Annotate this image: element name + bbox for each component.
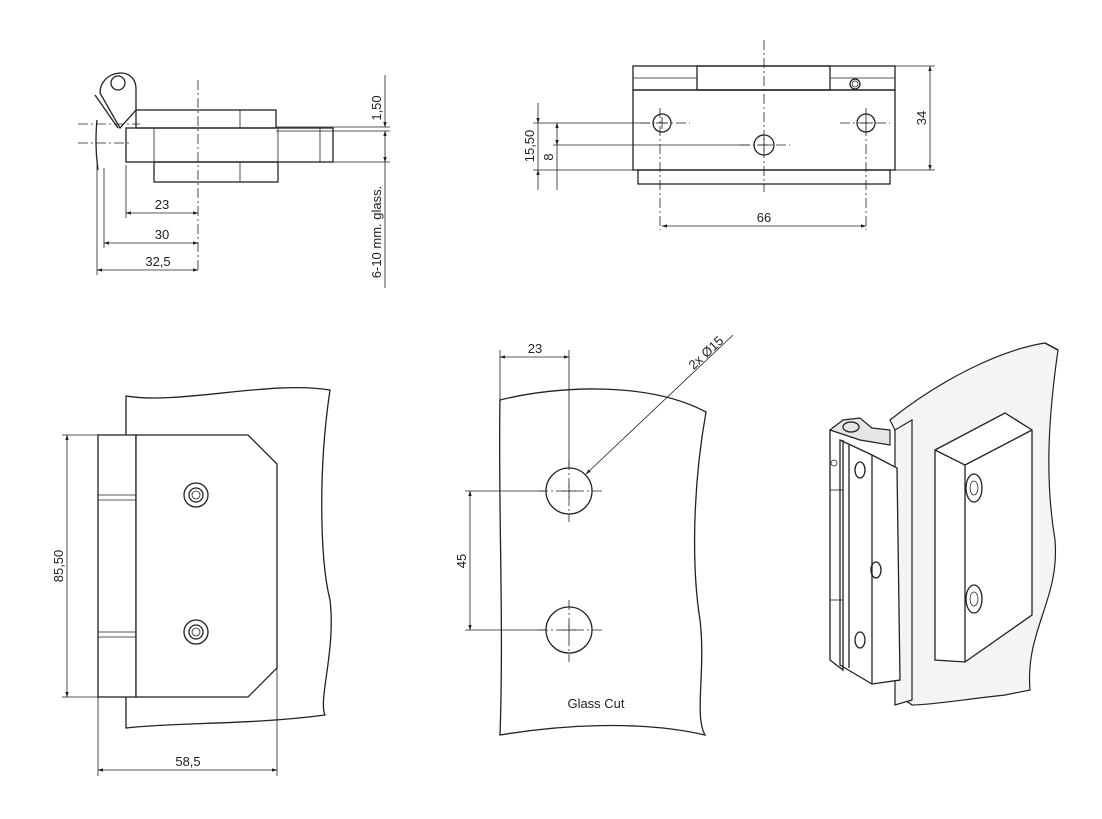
side-view: 1,50 6-10 mm. glass. 23 30 32,5: [78, 72, 390, 288]
dim-glass-45: 45: [454, 554, 469, 568]
screw-icon: [183, 619, 209, 645]
dim-top-34: 34: [914, 111, 929, 125]
dim-side-glass: 6-10 mm. glass.: [369, 186, 384, 278]
top-view: 15,50 8 34 66: [522, 40, 935, 230]
dim-glass-23: 23: [528, 341, 542, 356]
screw-icon: [183, 482, 209, 508]
dim-front-width: 58,5: [175, 754, 200, 769]
isometric-view: [828, 342, 1059, 706]
dim-top-66: 66: [757, 210, 771, 225]
dim-top-8: 8: [541, 153, 556, 160]
dim-side-23: 23: [155, 197, 169, 212]
dim-front-height: 85,50: [51, 550, 66, 583]
dim-glass-holes: 2x Ø15: [685, 333, 726, 373]
glass-cut-label: Glass Cut: [567, 696, 624, 711]
dim-side-thickness: 1,50: [369, 95, 384, 120]
glass-cut-view: 23 45 2x Ø15 Glass Cut: [454, 333, 734, 736]
dim-side-32-5: 32,5: [145, 254, 170, 269]
dim-side-30: 30: [155, 227, 169, 242]
dim-top-15-50: 15,50: [522, 130, 537, 163]
front-view: 85,50 58,5: [51, 386, 332, 776]
